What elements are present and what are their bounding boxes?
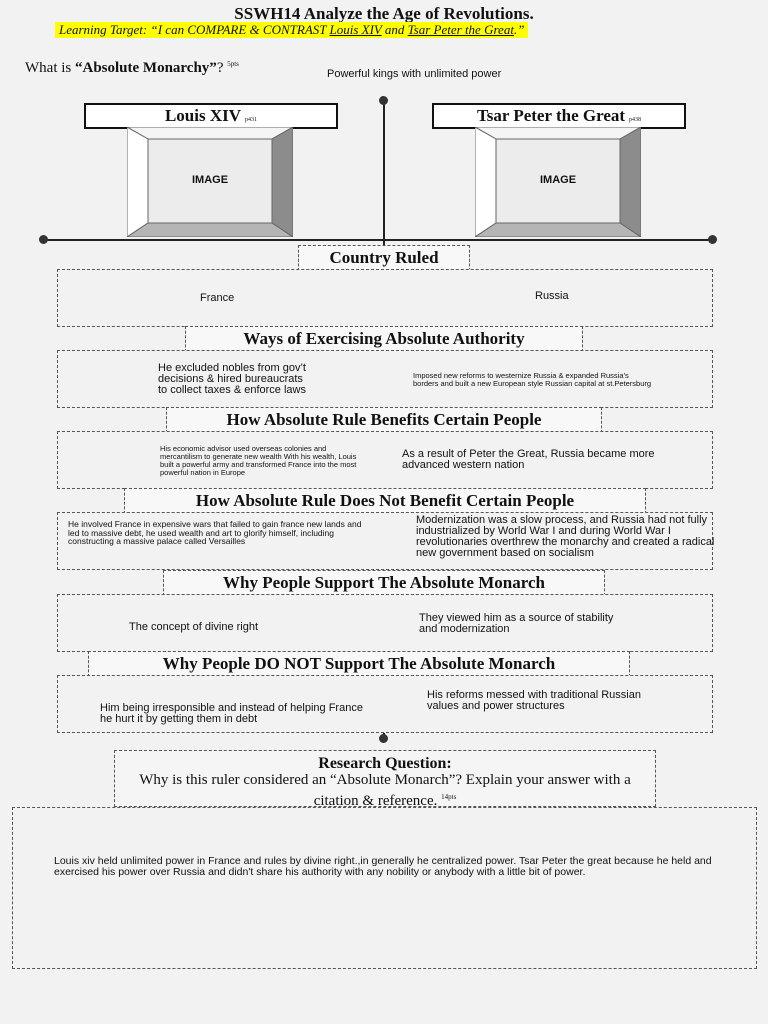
learning-target-suffix: .” [513, 22, 525, 37]
section-title-support: Why People Support The Absolute Monarch [163, 570, 605, 596]
axis-left-dot [39, 235, 48, 244]
horizontal-axis-line [43, 239, 713, 241]
question-term: “Absolute Monarchy” [75, 60, 217, 76]
research-question-box: Research Question: Why is this ruler con… [114, 750, 656, 809]
section-title-benefits: How Absolute Rule Benefits Certain Peopl… [166, 407, 602, 433]
support-louis[interactable]: The concept of divine right [129, 621, 259, 633]
section-box-country-ruled: France Russia [57, 269, 713, 327]
section-box-support: The concept of divine right They viewed … [57, 594, 713, 652]
research-answer-text[interactable]: Louis xiv held unlimited power in France… [54, 855, 712, 878]
ways-of-exercising-peter[interactable]: Imposed new reforms to westernize Russia… [413, 371, 652, 388]
section-title-ways-of-exercising: Ways of Exercising Absolute Authority [185, 326, 583, 352]
learning-target: Learning Target: “I can COMPARE & CONTRA… [55, 22, 529, 38]
worksheet-title: SSWH14 Analyze the Age of Revolutions. [234, 4, 534, 23]
question-prefix: What is [25, 60, 75, 76]
do-not-support-peter[interactable]: His reforms messed with traditional Russ… [427, 689, 641, 712]
louis-image-label: IMAGE [191, 174, 229, 186]
section-title-does-not-benefit: How Absolute Rule Does Not Benefit Certa… [124, 488, 646, 514]
axis-right-dot [708, 235, 717, 244]
section-box-do-not-support: Him being irresponsible and instead of h… [57, 675, 713, 733]
section-title-do-not-support: Why People DO NOT Support The Absolute M… [88, 651, 630, 677]
research-question-heading: Research Question: [318, 755, 452, 772]
research-question-text: Why is this ruler considered an “Absolut… [139, 772, 631, 809]
section-box-benefits: His economic advisor used overseas colon… [57, 431, 713, 489]
picture-frame-icon [125, 126, 295, 238]
does-not-benefit-peter[interactable]: Modernization was a slow process, and Ru… [416, 515, 715, 559]
learning-target-ruler-2: Tsar Peter the Great [407, 22, 514, 37]
country-ruled-louis[interactable]: France [200, 292, 235, 304]
divider-top-dot [379, 96, 388, 105]
ruler-name-louis-text: Louis XIV [164, 106, 242, 125]
does-not-benefit-louis[interactable]: He involved France in expensive wars tha… [68, 519, 362, 546]
absolute-monarchy-question: What is “Absolute Monarchy”? 5pts [25, 60, 239, 77]
question-suffix: ? [216, 60, 228, 76]
ways-of-exercising-louis[interactable]: He excluded nobles from gov’t decisions … [158, 362, 306, 396]
learning-target-and: and [381, 22, 408, 37]
section-box-does-not-benefit: He involved France in expensive wars tha… [57, 512, 715, 570]
divider-bottom-dot [379, 734, 388, 743]
learning-target-ruler-1: Louis XIV [329, 22, 382, 37]
do-not-support-louis[interactable]: Him being irresponsible and instead of h… [100, 702, 363, 725]
absolute-monarchy-answer[interactable]: Powerful kings with unlimited power [327, 68, 502, 80]
question-points: 5pts [227, 60, 239, 68]
section-title-country-ruled: Country Ruled [298, 245, 470, 271]
benefits-louis[interactable]: His economic advisor used overseas colon… [160, 444, 357, 477]
peter-image-label: IMAGE [539, 174, 577, 186]
picture-frame-icon [473, 126, 643, 238]
country-ruled-peter[interactable]: Russia [535, 290, 569, 302]
benefits-peter[interactable]: As a result of Peter the Great, Russia b… [402, 448, 655, 471]
peter-image-placeholder[interactable]: IMAGE [473, 126, 643, 238]
ruler-name-peter-text: Tsar Peter the Great [476, 106, 626, 125]
research-answer-box[interactable]: Louis xiv held unlimited power in France… [12, 807, 757, 969]
ruler-page-peter: p438 [629, 117, 642, 123]
louis-image-placeholder[interactable]: IMAGE [125, 126, 295, 238]
support-peter[interactable]: They viewed him as a source of stability… [419, 612, 614, 635]
section-box-ways-of-exercising: He excluded nobles from gov’t decisions … [57, 350, 713, 408]
learning-target-prefix: Learning Target: “I can COMPARE & CONTRA… [59, 22, 330, 37]
ruler-page-louis: p431 [245, 117, 258, 123]
research-question-points: 14pts [441, 793, 457, 801]
